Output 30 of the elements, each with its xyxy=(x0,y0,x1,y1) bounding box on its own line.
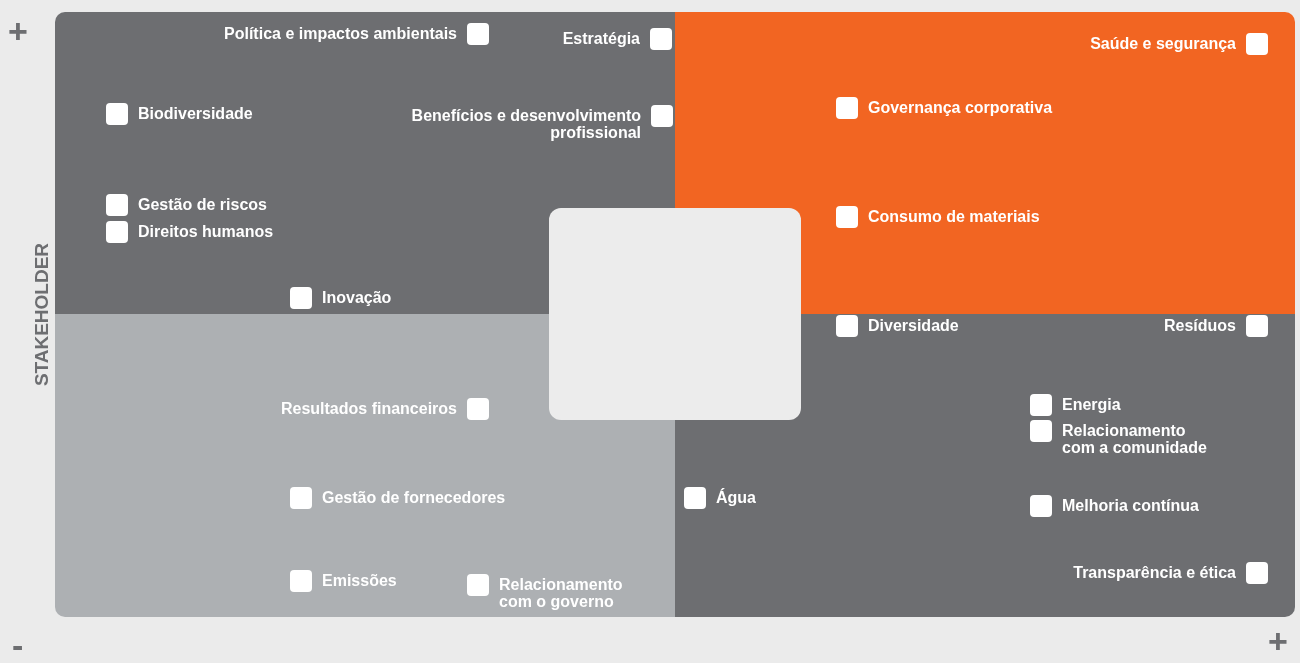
quadrant-panel xyxy=(55,12,675,314)
topic-label: Estratégia xyxy=(562,29,640,47)
topic-label: Saúde e segurança xyxy=(1090,34,1236,52)
topic-label: Governança corporativa xyxy=(868,98,1053,116)
topic-label: Transparência e ética xyxy=(1073,563,1236,581)
axis-sign: + xyxy=(1268,624,1288,658)
quadrant-panel xyxy=(675,314,1295,617)
axis-sign: - xyxy=(12,628,24,662)
topic-label: Gestão de fornecedores xyxy=(322,488,506,506)
axis-title: STAKEHOLDER xyxy=(32,242,52,387)
center-panel xyxy=(549,208,801,420)
topic-label: Resíduos xyxy=(1164,316,1236,334)
topic-label: Inovação xyxy=(322,288,392,306)
topic-label: Diversidade xyxy=(868,316,959,334)
topic-label: Relacionamento com a comunidade xyxy=(1062,421,1208,456)
topic-label: Água xyxy=(716,487,756,506)
topic-label: Direitos humanos xyxy=(138,222,274,240)
topic-label: Gestão de riscos xyxy=(138,195,267,213)
topic-label: Energia xyxy=(1062,395,1121,413)
axis-sign: + xyxy=(8,14,28,48)
topic-label: Emissões xyxy=(322,571,397,589)
quadrant-panel xyxy=(55,314,675,617)
topic-label: Consumo de materiais xyxy=(868,207,1040,225)
topic-label: Política e impactos ambientais xyxy=(224,24,457,42)
quadrant-panel xyxy=(675,12,1295,314)
topic-label: Melhoria contínua xyxy=(1062,496,1199,514)
topic-label: Relacionamento com o governo xyxy=(499,575,624,610)
topic-label: Resultados financeiros xyxy=(280,399,457,417)
topic-label: Biodiversidade xyxy=(138,104,253,122)
topic-label: Benefícios e desenvolvimento profissional xyxy=(411,106,641,141)
